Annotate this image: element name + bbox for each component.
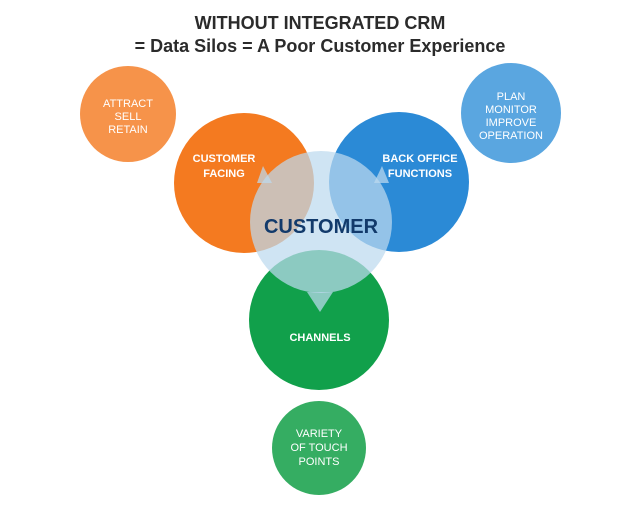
customer-facing-label-2: FACING	[203, 168, 245, 180]
plan-label-1: PLAN	[497, 91, 526, 103]
touch-label-2: OF TOUCH	[290, 442, 347, 454]
touch-label-1: VARIETY	[296, 428, 343, 440]
pointer-down	[307, 292, 333, 312]
pointer-right	[374, 166, 389, 183]
back-office-label-1: BACK OFFICE	[382, 153, 457, 165]
attract-label-1: ATTRACT	[103, 98, 153, 110]
back-office-label-2: FUNCTIONS	[388, 168, 452, 180]
title-line-2: = Data Silos = A Poor Customer Experienc…	[134, 36, 506, 56]
touch-points-circle	[272, 401, 366, 495]
touch-label-3: POINTS	[299, 456, 340, 468]
customer-facing-label-1: CUSTOMER	[193, 153, 256, 165]
attract-circle	[80, 66, 176, 162]
plan-label-2: MONITOR	[485, 104, 537, 116]
channels-label: CHANNELS	[289, 332, 350, 344]
plan-label-4: OPERATION	[479, 130, 543, 142]
channels-circle	[249, 250, 389, 390]
attract-label-3: RETAIN	[108, 124, 148, 136]
plan-circle	[461, 63, 561, 163]
customer-label: CUSTOMER	[264, 216, 379, 238]
plan-label-3: IMPROVE	[486, 117, 537, 129]
attract-label-2: SELL	[115, 111, 142, 123]
pointer-left	[257, 166, 272, 183]
title-line-1: WITHOUT INTEGRATED CRM	[194, 13, 446, 33]
customer-hub	[250, 151, 392, 293]
